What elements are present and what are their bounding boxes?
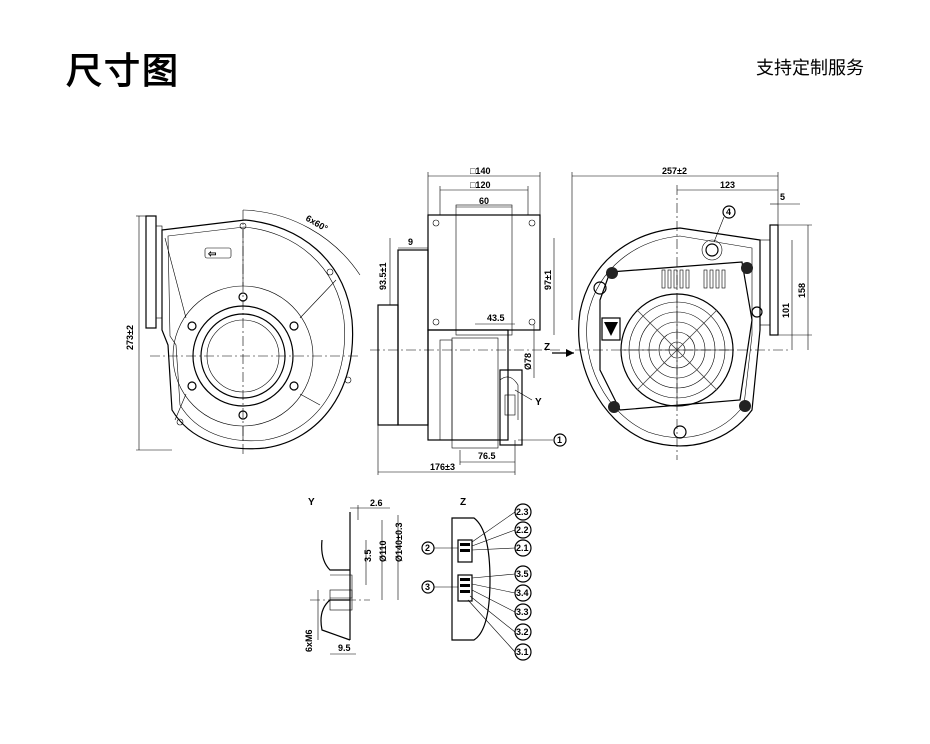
dim-158: 158: [797, 283, 807, 298]
dim-sq140: □140: [470, 166, 490, 176]
z-view-arrow-label: Z: [544, 342, 550, 353]
dim-110: Ø110: [378, 540, 388, 562]
dim-97: 97±1: [543, 270, 553, 290]
custom-service-note: 支持定制服务: [756, 58, 864, 79]
page-title: 尺寸图: [66, 51, 181, 92]
detail-z: Z 2 3 2.3 2.2 2.1 3.: [421, 497, 532, 661]
dim-43-5: 43.5: [487, 313, 505, 323]
callout-3-4: 3.4: [516, 588, 529, 598]
svg-text:⇦: ⇦: [207, 249, 217, 260]
callout-3-1: 3.1: [516, 647, 529, 657]
dim-9: 9: [408, 237, 413, 247]
dim-sq120: □120: [470, 180, 490, 190]
dim-123: 123: [720, 180, 735, 190]
dim-76-5: 76.5: [478, 451, 496, 461]
dim-273: 273±2: [125, 325, 135, 350]
dim-60: 60: [479, 196, 489, 206]
dim-257: 257±2: [662, 166, 687, 176]
callout-2-3: 2.3: [516, 507, 529, 517]
detail-y-title: Y: [308, 497, 315, 508]
callout-4: 4: [726, 207, 731, 217]
callout-3-3: 3.3: [516, 607, 529, 617]
dim-176: 176±3: [430, 462, 455, 472]
side-view: □140 □120 60 9 93.5±1 97±1 43.5 Ø78 Z Y …: [370, 166, 574, 475]
dim-2-6: 2.6: [370, 498, 383, 508]
dim-5: 5: [780, 192, 785, 202]
back-view: 4 257±2 123 5 158 101: [571, 166, 812, 460]
callout-1: 1: [557, 435, 562, 445]
y-detail-callout: Y: [535, 397, 542, 408]
callout-3-2: 3.2: [516, 627, 529, 637]
dim-140: Ø140±0.3: [394, 523, 404, 562]
dim-78: Ø78: [523, 353, 533, 370]
detail-z-title: Z: [460, 497, 466, 508]
callout-3-5: 3.5: [516, 569, 529, 579]
callout-2-2: 2.2: [516, 525, 529, 535]
dim-6xm6: 6xM6: [304, 629, 314, 652]
dim-101: 101: [781, 303, 791, 318]
detail-y: Y 2.6 3.5 Ø110 Ø140±0.3 6xM6 9.5: [304, 497, 404, 655]
dim-93-5: 93.5±1: [378, 263, 388, 290]
callout-2: 2: [425, 543, 430, 553]
dim-3-5: 3.5: [363, 549, 373, 562]
dim-9-5: 9.5: [338, 643, 351, 653]
dim-angle: 6x60°: [304, 213, 330, 234]
callout-2-1: 2.1: [516, 543, 529, 553]
front-view: ⇦ 273±2 6x60°: [125, 209, 361, 455]
callout-3: 3: [425, 582, 430, 592]
